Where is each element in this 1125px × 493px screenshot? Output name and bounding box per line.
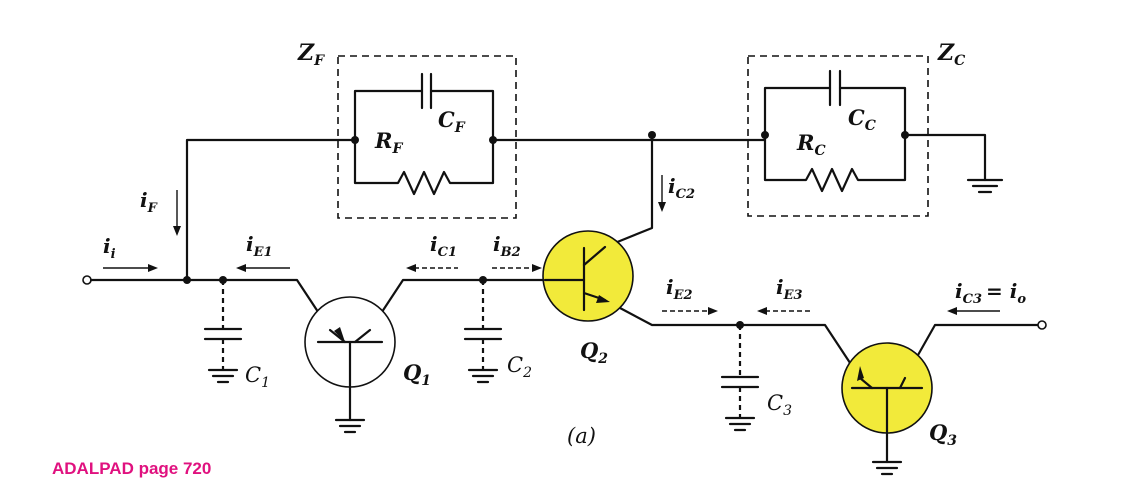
label-c1: C1 — [245, 363, 270, 391]
q2-collector-wire — [603, 133, 654, 249]
zc-ground-wire — [903, 133, 987, 182]
label-cf: CF — [438, 107, 466, 136]
label-c3: C3 — [767, 391, 792, 419]
transistor-q3 — [841, 342, 933, 476]
emitter-arrow-icon — [334, 327, 345, 342]
junction-dot — [183, 276, 191, 284]
label-ib2: iB2 — [493, 232, 521, 260]
transistor-q1 — [304, 296, 396, 434]
label-cc: CC — [848, 105, 876, 134]
figure-label: (a) — [567, 424, 596, 448]
label-q1: Q1 — [403, 360, 431, 389]
label-ic2: iC2 — [668, 174, 695, 202]
capacitor-c1 — [203, 280, 243, 384]
rc-resistor — [763, 133, 907, 193]
rf-resistor — [353, 138, 495, 196]
junction-dot — [489, 136, 497, 144]
label-ie1: iE1 — [246, 232, 273, 260]
input-terminal — [82, 275, 92, 285]
current-arrows — [103, 175, 1000, 315]
q1-collector-wire — [368, 278, 547, 332]
zc-dashed-box — [747, 55, 929, 217]
label-rc: RC — [796, 130, 826, 159]
transistor-q2 — [542, 230, 634, 322]
zf-dashed-box — [337, 55, 517, 219]
junction-dot — [351, 136, 359, 144]
output-terminal — [1037, 320, 1047, 330]
label-ie3: iE3 — [776, 275, 803, 303]
emitter-arrow-icon — [596, 295, 610, 303]
input-wire — [89, 278, 332, 332]
capacitor-c2 — [463, 280, 503, 384]
emitter-arrow-icon — [857, 366, 864, 381]
label-ic3-io: iC3= io — [955, 279, 1026, 307]
ground-icon — [966, 178, 1004, 194]
junction-dot — [648, 131, 656, 139]
label-if: iF — [140, 188, 158, 216]
feedback-impedance-zf — [337, 55, 517, 219]
label-rf: RF — [374, 128, 403, 157]
collector-impedance-zc — [747, 55, 929, 217]
label-zc: ZC — [937, 40, 965, 69]
junction-dot — [761, 131, 769, 139]
label-ii: ii — [103, 234, 116, 262]
label-c2: C2 — [507, 353, 532, 381]
label-q2: Q2 — [580, 338, 608, 367]
caption: ADALPAD page 720 — [52, 459, 211, 478]
label-zf: ZF — [297, 40, 325, 69]
q2-emitter-wire — [603, 298, 862, 380]
labels: ZF ZC CF RF CC RC iF ii iE1 iC1 iB2 iC2 … — [103, 40, 1026, 449]
label-ie2: iE2 — [666, 275, 693, 303]
feedback-left-wire — [185, 138, 357, 282]
label-ic1: iC1 — [430, 232, 457, 260]
capacitor-c3 — [720, 325, 760, 432]
junction-dot — [901, 131, 909, 139]
label-q3: Q3 — [929, 420, 957, 449]
